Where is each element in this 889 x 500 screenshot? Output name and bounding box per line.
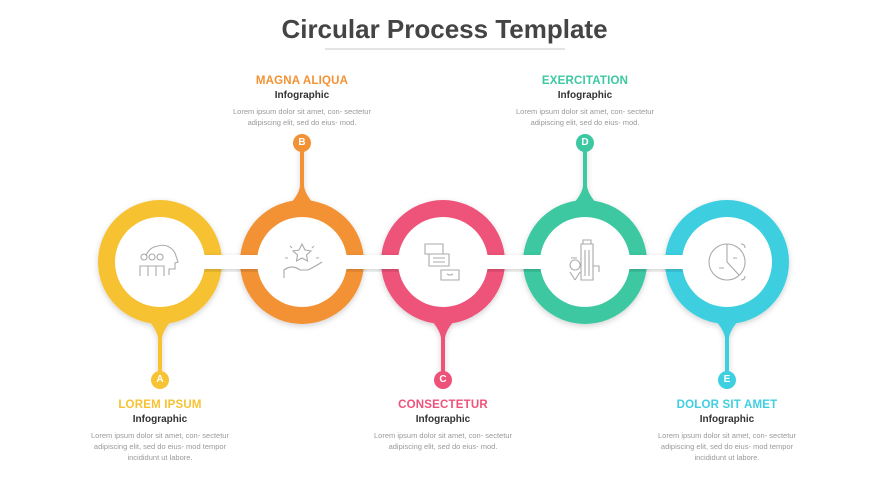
step-heading: CONSECTETUR	[398, 399, 488, 411]
step-subtitle: Infographic	[132, 414, 188, 425]
step-description: Lorem ipsum dolor sit amet, con- sectetu…	[233, 107, 371, 127]
step-subtitle: Infographic	[699, 414, 755, 425]
step-badge-b: B	[293, 134, 311, 152]
step-badge-c: C	[434, 371, 452, 389]
step-heading: DOLOR SIT AMET	[676, 399, 778, 411]
step-subtitle: Infographic	[274, 90, 330, 101]
step-heading: LOREM IPSUM	[118, 399, 202, 411]
step-description: Lorem ipsum dolor sit amet, con- sectetu…	[91, 431, 229, 462]
title-underline	[325, 48, 565, 50]
chat-bubbles-icon	[424, 243, 460, 281]
pie-chart-icon	[708, 243, 746, 281]
step-inner-circle	[115, 217, 205, 307]
page-title: Circular Process Template	[281, 14, 608, 44]
step-description: Lorem ipsum dolor sit amet, con- sectetu…	[658, 431, 796, 462]
step-heading: MAGNA ALIQUA	[255, 75, 349, 87]
building-location-icon	[569, 239, 600, 281]
step-heading: EXERCITATION	[541, 75, 629, 87]
hand-star-icon	[283, 242, 323, 278]
step-description: Lorem ipsum dolor sit amet, con- sectetu…	[374, 431, 512, 451]
step-subtitle: Infographic	[415, 414, 471, 425]
step-badge-e: E	[718, 371, 736, 389]
step-badge-a: A	[151, 371, 169, 389]
team-head-icon	[139, 244, 179, 276]
step-description: Lorem ipsum dolor sit amet, con- sectetu…	[516, 107, 654, 127]
step-inner-circle	[257, 217, 347, 307]
step-badge-d: D	[576, 134, 594, 152]
step-subtitle: Infographic	[557, 90, 613, 101]
